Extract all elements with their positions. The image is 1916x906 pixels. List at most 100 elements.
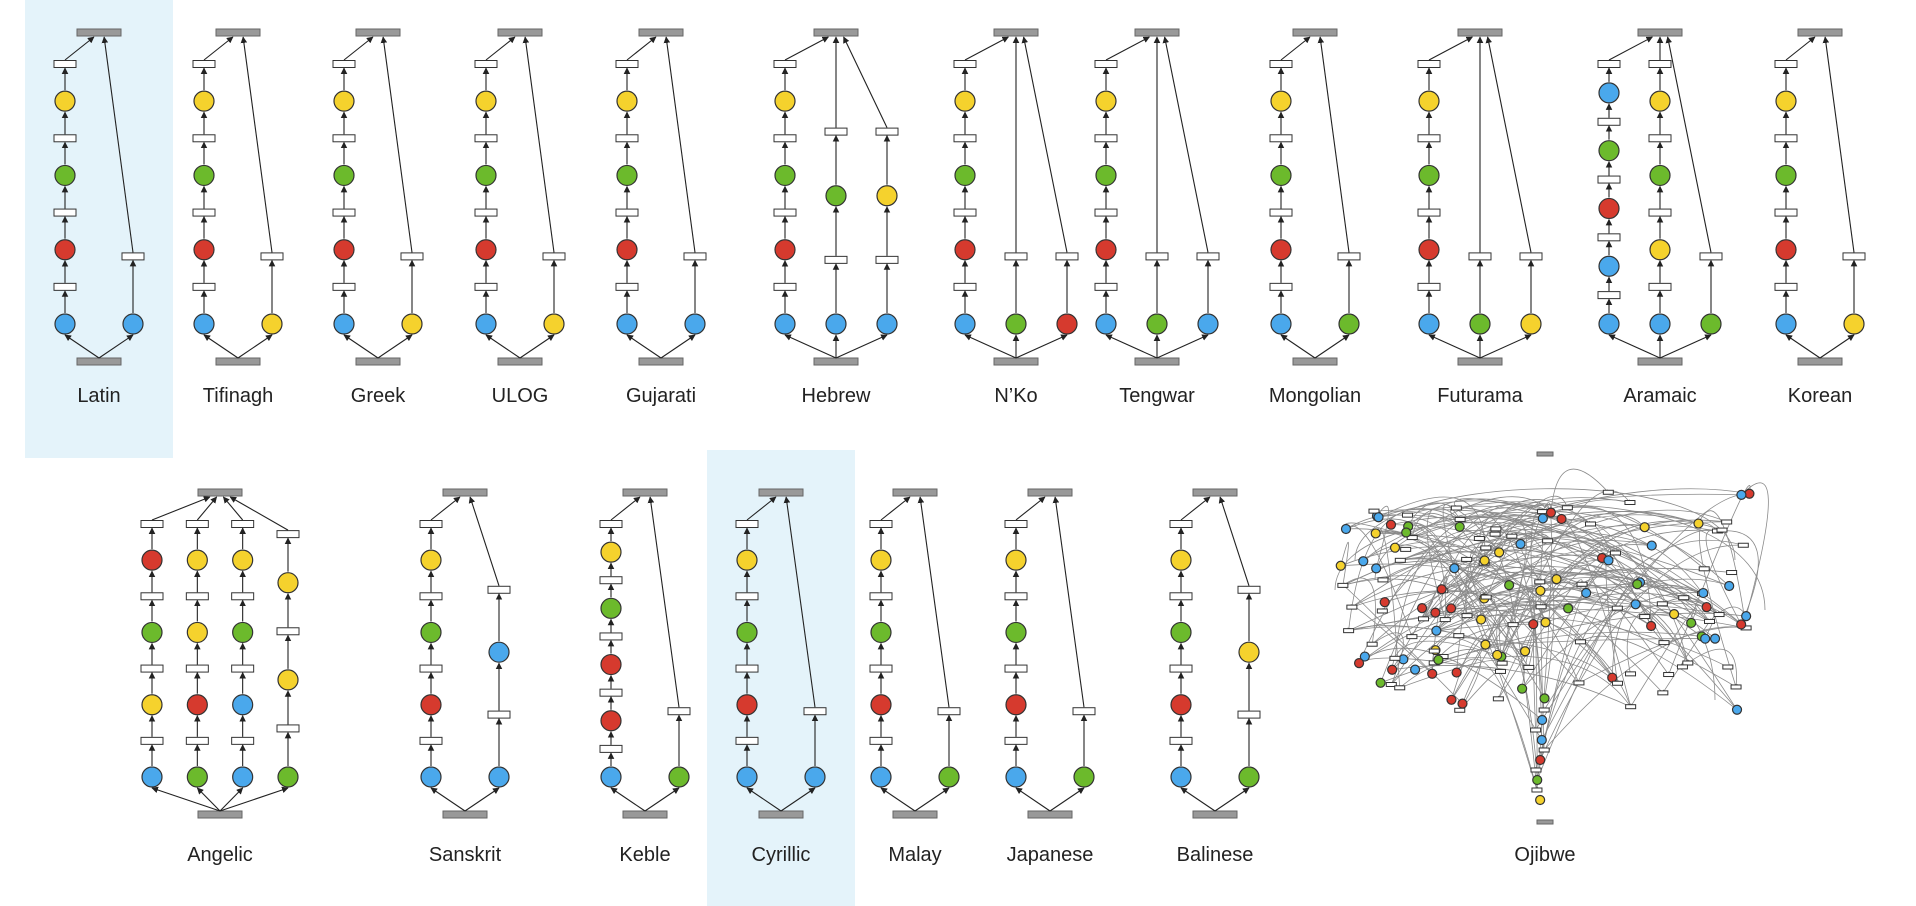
place-yellow [616, 90, 638, 112]
arc [1682, 648, 1738, 688]
transition [1169, 736, 1193, 745]
source-bar [1536, 819, 1554, 825]
transition [875, 255, 899, 264]
panel-latin: Latin [25, 0, 173, 458]
arc [1659, 334, 1712, 359]
place [1540, 617, 1551, 628]
place-yellow [1418, 90, 1440, 112]
transition [1658, 640, 1670, 646]
arc [1456, 658, 1538, 791]
transition [735, 592, 759, 601]
place-blue [825, 313, 847, 335]
transition [1624, 500, 1636, 506]
place [1556, 513, 1567, 525]
arc [1535, 539, 1744, 771]
place [1389, 542, 1401, 553]
transition [599, 744, 623, 753]
sink-bar [758, 488, 804, 497]
label-malay: Malay [888, 844, 942, 866]
label-futurama: Futurama [1437, 385, 1523, 407]
arc [1105, 36, 1150, 61]
arc [1399, 657, 1529, 689]
graph-futurama [1417, 28, 1543, 366]
arc [1539, 544, 1744, 761]
place-blue [870, 766, 892, 788]
arc [1626, 602, 1707, 674]
place-yellow [1649, 239, 1671, 261]
place [1504, 580, 1515, 591]
place [1492, 649, 1503, 661]
sink-bar [622, 488, 668, 497]
place-blue [876, 313, 898, 335]
transition [1004, 736, 1028, 745]
label-aramaic: Aramaic [1623, 385, 1697, 407]
transition [1269, 134, 1293, 143]
place [1416, 603, 1428, 614]
sink-bar [638, 28, 684, 37]
place-yellow [193, 90, 215, 112]
graph-mongolian [1269, 28, 1361, 366]
place [1741, 611, 1752, 622]
place [1449, 563, 1460, 574]
place-red [54, 239, 76, 261]
place [1454, 521, 1465, 532]
transition [1730, 684, 1742, 690]
transition [1699, 252, 1723, 261]
arc [1339, 541, 1349, 586]
arc [1412, 493, 1742, 538]
transition [419, 664, 443, 673]
transition [1576, 581, 1588, 587]
arc [237, 334, 273, 359]
transition [542, 252, 566, 261]
transition [599, 688, 623, 697]
place-green [1649, 164, 1671, 187]
arc [219, 786, 289, 812]
place-blue [1095, 313, 1117, 335]
place [1517, 683, 1528, 694]
transition [1094, 282, 1118, 291]
transition [1678, 595, 1690, 601]
arc [151, 496, 211, 521]
place [1536, 734, 1547, 746]
label-latin: Latin [77, 385, 121, 407]
transition [1494, 668, 1506, 674]
arc [1342, 577, 1376, 645]
transition [1453, 633, 1465, 639]
place-blue [333, 313, 355, 335]
arc [660, 334, 696, 359]
sink-bar [1797, 28, 1843, 37]
arc [1015, 334, 1068, 359]
source-bar [1457, 357, 1503, 366]
place [1436, 584, 1447, 595]
panel-tengwar: Tengwar [1087, 0, 1227, 458]
arc [1539, 571, 1710, 622]
source-bar [993, 357, 1039, 366]
panel-tifinagh: Tifinagh [178, 0, 298, 458]
arc [485, 334, 521, 359]
place-green [1598, 140, 1620, 162]
place-blue [232, 694, 254, 716]
transition [1597, 60, 1621, 68]
arc [1390, 524, 1703, 637]
transition [1648, 282, 1672, 291]
arc [1486, 590, 1536, 668]
arc [1498, 513, 1645, 553]
arc [663, 36, 696, 253]
graph-greek [332, 28, 424, 366]
transition [1531, 787, 1543, 793]
place-green [186, 766, 208, 788]
label-mongolian: Mongolian [1268, 385, 1362, 407]
source-bar [622, 810, 668, 819]
arc [203, 334, 239, 359]
arc [1819, 334, 1855, 359]
arc [1412, 522, 1638, 585]
source-bar [215, 357, 261, 366]
arc [1314, 334, 1350, 359]
graph-japanese [1004, 488, 1096, 819]
source-bar [1192, 810, 1238, 819]
transition [140, 520, 164, 528]
arc [1180, 496, 1211, 521]
place-yellow [261, 313, 283, 335]
place-yellow [1270, 90, 1292, 112]
